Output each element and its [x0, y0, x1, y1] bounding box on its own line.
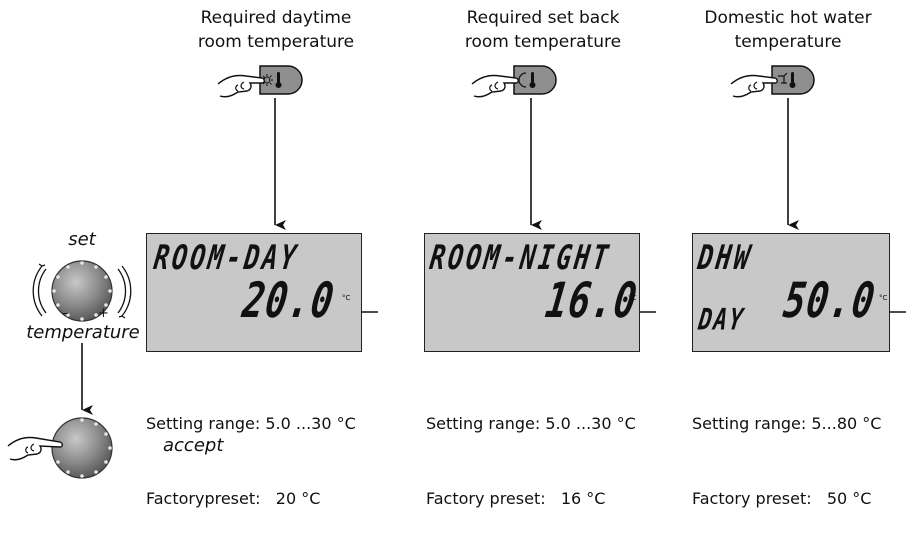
range-dhw: Setting range: 5...80 °C Factory preset:…	[692, 361, 881, 536]
lcd-unit: °C	[342, 294, 351, 302]
pointing-hand-icon	[471, 74, 519, 98]
setting-range-text: Setting range: 5.0 ...30 °C	[426, 414, 636, 433]
lcd-title: DHW	[695, 238, 756, 278]
dhw-button[interactable]	[771, 65, 815, 95]
temperature-label: temperature	[26, 322, 140, 343]
factory-preset-text: Factory preset: 16 °C	[426, 489, 606, 508]
day-button[interactable]	[259, 65, 303, 95]
lcd-unit: °C	[628, 294, 637, 302]
set-label: set	[68, 229, 96, 250]
plus-label: +	[98, 306, 109, 321]
lcd-title: ROOM-NIGHT	[427, 238, 614, 278]
lcd-day: ROOM-DAY 20.0 °C	[146, 233, 362, 352]
heading-day: Required daytime room temperature	[197, 8, 355, 52]
accept-label: accept	[163, 435, 224, 456]
lcd-unit: °C	[879, 294, 888, 302]
minus-label: –	[62, 306, 69, 321]
heading-setback: Required set back room temperature	[464, 8, 622, 52]
moon-thermometer-icon	[518, 72, 536, 88]
setting-range-text: Setting range: 5...80 °C	[692, 414, 882, 433]
pointing-hand-icon	[730, 74, 778, 98]
lcd-dhw: DHW DAY 50.0 °C	[692, 233, 890, 352]
accept-knob[interactable]	[51, 417, 113, 479]
set-knob[interactable]	[32, 260, 132, 322]
pointing-hand-icon	[217, 74, 265, 98]
lcd-value: 16.0	[542, 274, 641, 330]
lcd-title: ROOM-DAY	[151, 238, 302, 278]
range-setback: Setting range: 5.0 ...30 °C Factory pres…	[426, 361, 636, 536]
setback-button[interactable]	[513, 65, 557, 95]
lcd-value: 20.0	[239, 274, 338, 330]
pointing-hand-icon	[7, 436, 63, 461]
factory-preset-text: Factory preset: 50 °C	[692, 489, 872, 508]
tap-thermometer-icon	[778, 72, 796, 88]
lcd-value: 50.0	[780, 274, 879, 330]
lcd-setback: ROOM-NIGHT 16.0 °C	[424, 233, 641, 352]
setting-range-text: Setting range: 5.0 ...30 °C	[146, 414, 356, 433]
heading-dhw: Domestic hot water temperature	[704, 8, 872, 52]
lcd-sub: DAY	[696, 304, 747, 338]
factory-preset-text: Factorypreset: 20 °C	[146, 489, 321, 508]
